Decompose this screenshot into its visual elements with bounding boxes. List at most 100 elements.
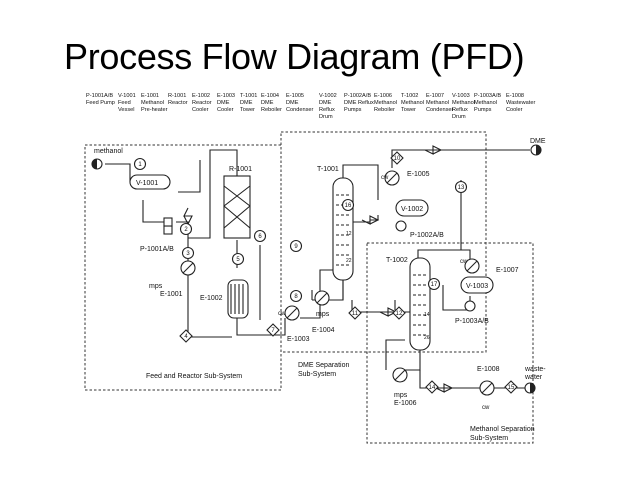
- legend-desc-t-1001-1: Tower: [240, 107, 255, 113]
- stream-tag-5: 5: [236, 257, 240, 263]
- stream-tag-shape-10: [390, 151, 404, 165]
- dme-separation-subsystem-boundary: [280, 131, 487, 353]
- t1002-overhead: [417, 249, 471, 262]
- legend-tag-r-1001: R-1001: [168, 93, 186, 99]
- v1003-label: V-1003: [466, 283, 488, 290]
- legend-tag-t-1001: T-1001: [240, 93, 257, 99]
- legend-tag-v-1002: V-1002: [319, 93, 337, 99]
- t1002-label: T-1002: [386, 257, 408, 264]
- stream-tag-14: 14: [429, 385, 436, 391]
- legend-desc-e-1002-1: Cooler: [192, 107, 209, 113]
- e1001-mps-label: mps: [149, 283, 163, 290]
- legend-desc-p-1001a/b-0: Feed Pump: [86, 100, 115, 106]
- e1002-tubes: [230, 284, 244, 314]
- e1001-symbol: [182, 262, 194, 274]
- methanol-separation-subsystem-label-2: Sub-System: [470, 435, 508, 442]
- p1003-pump: [464, 300, 476, 312]
- t1002-tower: [409, 257, 431, 351]
- stream-tag-shape-2: [179, 222, 193, 236]
- legend-desc-e-1003-0: DME: [217, 100, 230, 106]
- stream-tag-shape-11: [348, 306, 362, 320]
- stream-tag-shape-7: [266, 323, 280, 337]
- dme-product-terminal-fill: [536, 145, 541, 155]
- legend-desc-e-1006-0: Methanol: [374, 100, 397, 106]
- stream-tag-shape-16: [341, 198, 355, 212]
- legend-desc-e-1001-0: Methanol: [141, 100, 164, 106]
- legend-tag-v-1001: V-1001: [118, 93, 136, 99]
- legend-desc-p-1002a/b-1: Pumps: [344, 107, 362, 113]
- legend-desc-p-1002a/b-0: DME Reflux: [344, 100, 374, 106]
- e1004-mps-label: mps: [316, 311, 330, 318]
- e1004-label: E-1004: [312, 327, 335, 334]
- legend-desc-e-1007-0: Methanol: [426, 100, 449, 106]
- e1004-symbol: [316, 292, 328, 304]
- legend-desc-p-1003a/b-0: Methanol: [474, 100, 497, 106]
- e1008-symbol: [481, 382, 493, 394]
- methanol-feed-label: methanol: [94, 148, 123, 155]
- legend-desc-e-1004-0: DME: [261, 100, 274, 106]
- stream-tag-9: 9: [294, 244, 298, 250]
- stream-tag-shape-3: [181, 246, 195, 260]
- to-e1003: [275, 318, 286, 336]
- e1003-label: E-1003: [287, 336, 310, 343]
- r1001-reactor: [223, 175, 251, 239]
- stream-tag-1: 1: [138, 162, 142, 168]
- t1002-tray-26: 26: [424, 335, 430, 341]
- e1003-cw-label: cw: [278, 311, 286, 317]
- e1001-label: E-1001: [160, 291, 183, 298]
- e1008-cw-label: cw: [482, 405, 490, 411]
- p1001-pump-b: [163, 217, 173, 227]
- e1007-symbol: [466, 260, 478, 272]
- stream-tag-6: 6: [258, 234, 262, 240]
- t1002-tray-14: 14: [424, 312, 430, 318]
- e1002-outlet: [236, 318, 275, 336]
- methanol-separation-subsystem-label: Methanol Separation: [470, 426, 535, 433]
- dme-product-line: [391, 149, 530, 168]
- methanol-feed-terminal-fill: [92, 159, 97, 169]
- stream-tag-shape-15: [504, 380, 518, 394]
- p1001-pump: [163, 225, 173, 235]
- legend-tag-e-1002: E-1002: [192, 93, 210, 99]
- stream-tag-shape-4: [179, 329, 193, 343]
- legend-tag-e-1007: E-1007: [426, 93, 444, 99]
- legend-tag-e-1003: E-1003: [217, 93, 235, 99]
- legend-tag-e-1005: E-1005: [286, 93, 304, 99]
- legend-desc-v-1003-0: Methanol: [452, 100, 475, 106]
- stream-tag-shape-12: [392, 306, 406, 320]
- stream-tag-13: 13: [458, 185, 465, 191]
- e1006-label: E-1006: [394, 400, 417, 407]
- stream-tag-shape-17: [427, 277, 441, 291]
- feed-reactor-subsystem-label: Feed and Reactor Sub-System: [146, 373, 242, 380]
- stream-tag-12: 12: [396, 311, 403, 317]
- legend-desc-e-1001-1: Pre-heater: [141, 107, 168, 113]
- e1006-symbol: [394, 369, 406, 381]
- legend-desc-e-1008-1: Cooler: [506, 107, 523, 113]
- p1001-label: P-1001A/B: [140, 246, 174, 253]
- stream-tag-10: 10: [394, 156, 401, 162]
- wastewater-terminal-fill: [530, 383, 535, 393]
- dme-separation-subsystem-label-2: Sub-System: [298, 371, 336, 378]
- legend-desc-v-1002-1: Reflux: [319, 107, 335, 113]
- stream-tag-shape-5: [231, 252, 245, 266]
- v1002-label: V-1002: [401, 206, 423, 213]
- t1001-overhead: [342, 164, 379, 200]
- legend-desc-e-1005-1: Condenser: [286, 107, 314, 113]
- t1001-tray-22: 22: [346, 258, 352, 264]
- r1001-label: R-1001: [229, 166, 252, 173]
- legend-desc-v-1001-0: Feed: [118, 100, 131, 106]
- legend-desc-v-1002-2: Drum: [319, 114, 333, 120]
- legend-tag-p-1002a/b: P-1002A/B: [344, 93, 371, 99]
- legend-desc-v-1003-1: Reflux: [452, 107, 468, 113]
- stream-tag-shape-6: [253, 229, 267, 243]
- legend-desc-v-1003-2: Drum: [452, 114, 466, 120]
- legend-tag-v-1003: V-1003: [452, 93, 470, 99]
- legend-desc-v-1002-0: DME: [319, 100, 332, 106]
- legend-desc-p-1003a/b-1: Pumps: [474, 107, 492, 113]
- e1005-symbol: [386, 172, 398, 184]
- stream-tag-17: 17: [431, 282, 438, 288]
- dme-valve: [424, 145, 443, 155]
- feed-line: [105, 163, 131, 182]
